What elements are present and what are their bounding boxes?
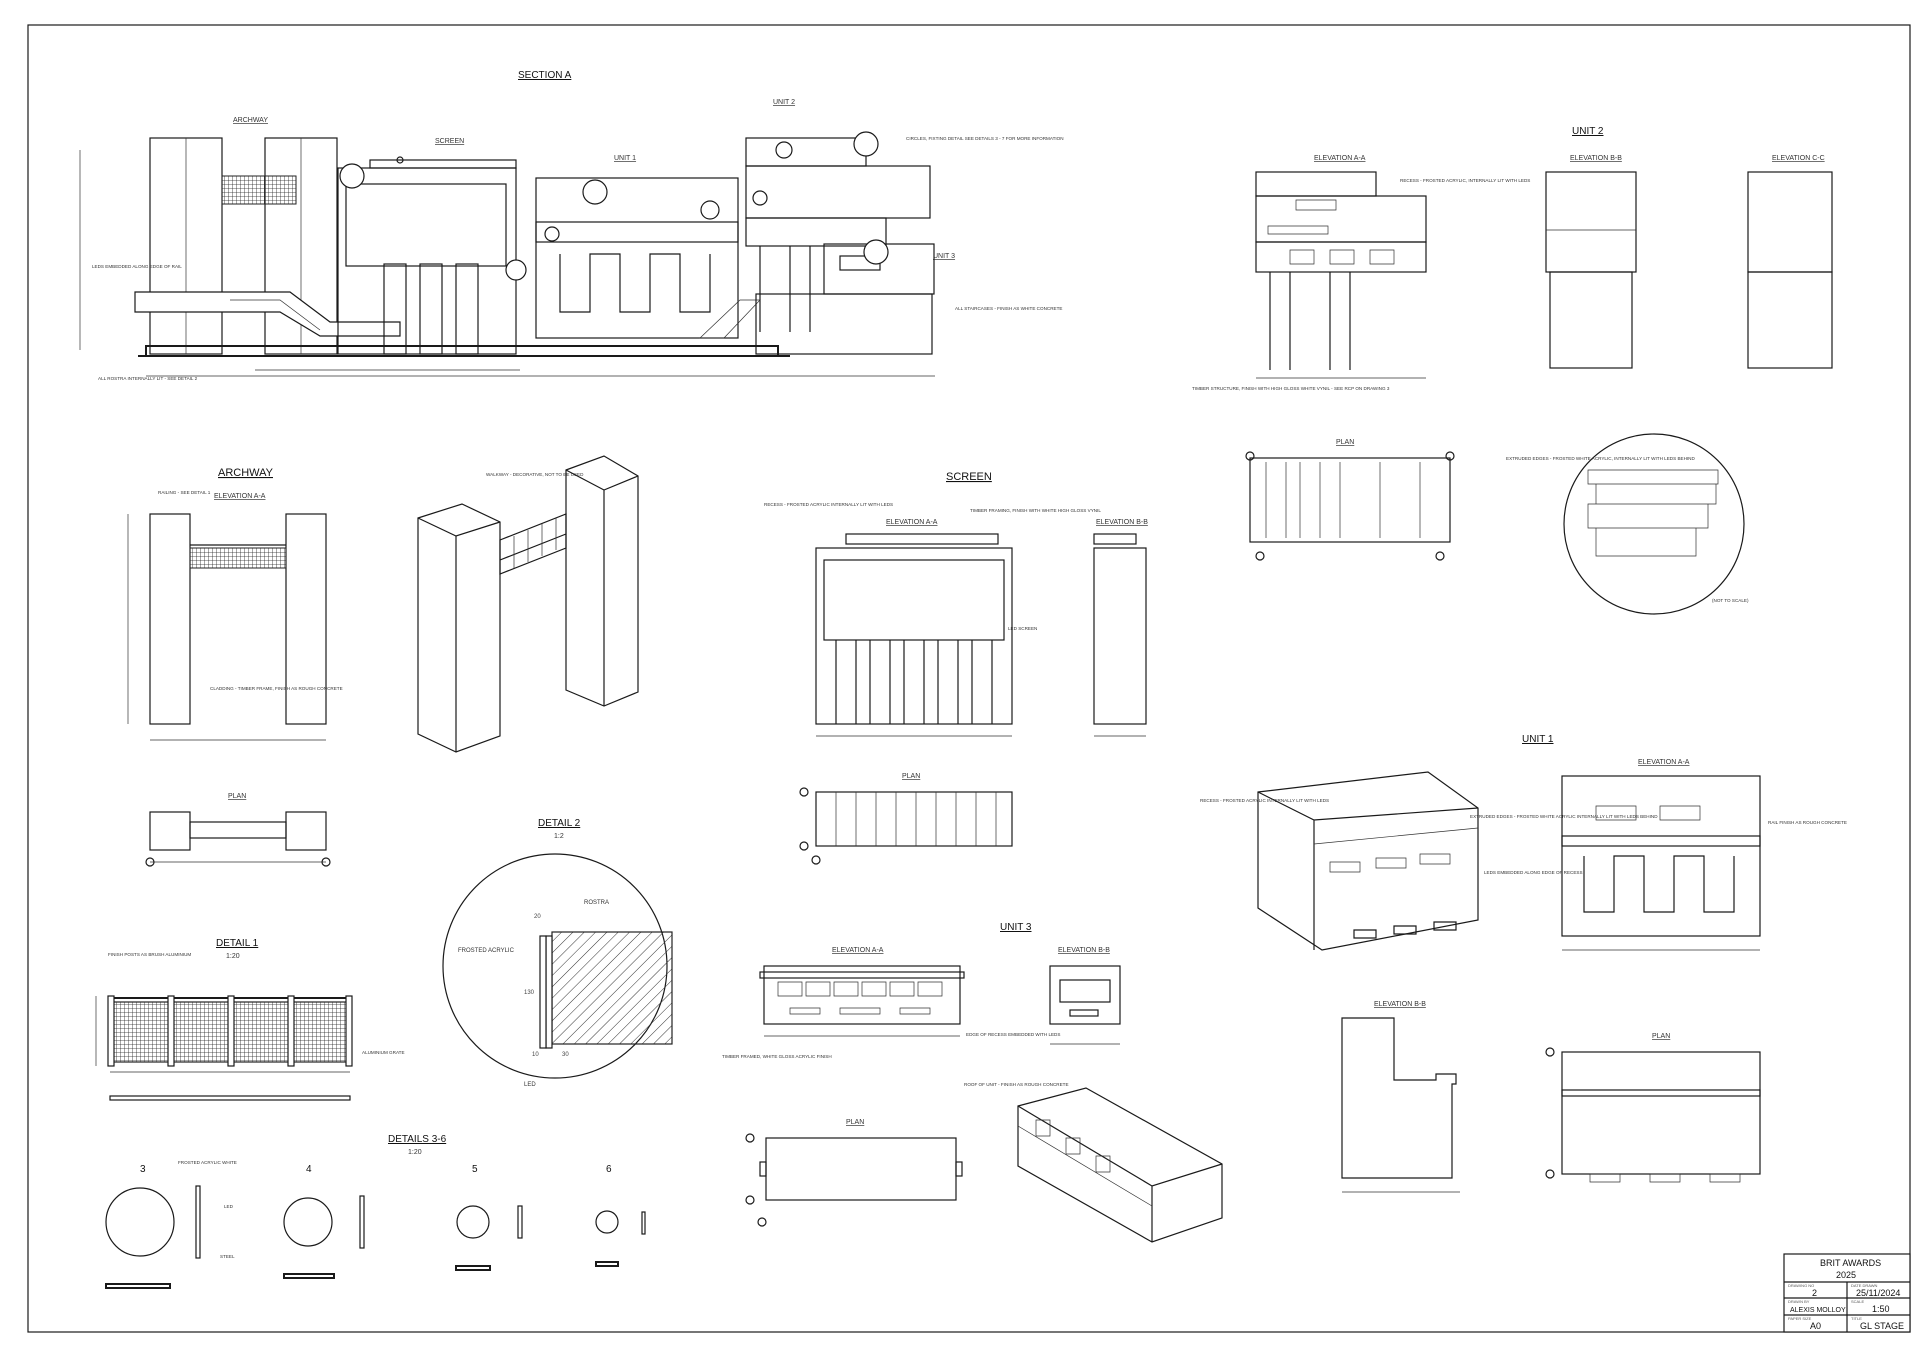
detail-5-number: 5 bbox=[472, 1164, 478, 1175]
detail-2-dim-30: 30 bbox=[562, 1052, 569, 1058]
unit-1-title: UNIT 1 bbox=[1522, 734, 1554, 745]
section-a-archway-label: ARCHWAY bbox=[233, 117, 268, 124]
note-recess-screen: RECESS - FROSTED ACRYLIC INTERNALLY LIT … bbox=[764, 502, 893, 507]
note-all-staircases: ALL STAIRCASES - FINISH AS WHITE CONCRET… bbox=[955, 306, 1062, 311]
section-a-unit3-label: UNIT 3 bbox=[933, 253, 955, 260]
note-circles-detail: CIRCLES, FIXTING DETAIL SEE DETAILS 3 - … bbox=[906, 136, 1064, 141]
unit-3-elevation-bb: ELEVATION B-B bbox=[1058, 947, 1110, 954]
unit-2-elevation-cc: ELEVATION C-C bbox=[1772, 155, 1825, 162]
detail-1: DETAIL 1 1:20 FINISH POSTS AS BRUSH ALUM… bbox=[95, 938, 405, 1101]
sheet-border bbox=[27, 24, 1911, 1333]
unit-2-title: UNIT 2 bbox=[1572, 126, 1604, 137]
drawn-by-label: DRAWN BY bbox=[1788, 1299, 1810, 1304]
drawing-title: GL STAGE bbox=[1860, 1321, 1904, 1331]
paper-label: PAPER SIZE bbox=[1788, 1316, 1812, 1321]
unit-3-elevation-aa: ELEVATION A-A bbox=[832, 947, 884, 954]
note-unit1-recess: RECESS - FROSTED ACRYLIC INTERNALLY LIT … bbox=[1200, 798, 1329, 803]
detail-2-scale: 1:2 bbox=[554, 833, 564, 840]
note-aluminium-grate: ALUMINIUM GRATE bbox=[362, 1050, 405, 1055]
drawn-by: ALEXIS MOLLOY bbox=[1790, 1307, 1846, 1314]
note-rostra-internally: ALL ROSTRA INTERNALLY LIT - SEE DETAIL 2 bbox=[98, 376, 198, 381]
section-a-title: SECTION A bbox=[518, 70, 572, 81]
unit-2-elevation-bb: ELEVATION B-B bbox=[1570, 155, 1622, 162]
section-a-screen-label: SCREEN bbox=[435, 138, 464, 145]
project-year: 2025 bbox=[1836, 1270, 1856, 1280]
note-unit2-recess: RECESS - FROSTED ACRYLIC, INTERNALLY LIT… bbox=[1400, 178, 1530, 183]
note-railing-detail: RAILING - SEE DETAIL 1 bbox=[158, 490, 211, 495]
drawing-no: 2 bbox=[1812, 1288, 1817, 1298]
title-label: TITLE bbox=[1851, 1316, 1862, 1321]
screen-elevation-aa: ELEVATION A-A bbox=[886, 519, 938, 526]
unit-1-elevation-aa: ELEVATION A-A bbox=[1638, 759, 1690, 766]
detail-3-number: 3 bbox=[140, 1164, 146, 1175]
detail-4-number: 4 bbox=[306, 1164, 312, 1175]
details-3-6-title: DETAILS 3-6 bbox=[388, 1134, 447, 1145]
note-timber-structure: TIMBER STRUCTURE, FINISH WITH HIGH GLOSS… bbox=[1192, 386, 1390, 391]
details-3-6: DETAILS 3-6 1:20 3 4 5 6 FROSTED ACRYLIC… bbox=[105, 1134, 646, 1289]
section-a: SECTION A ARCHWAY SCREEN UNIT 1 UNIT 2 U… bbox=[79, 70, 1064, 381]
detail-2-frosted-acrylic: FROSTED ACRYLIC bbox=[458, 948, 515, 954]
note-leds-recess: LEDS EMBEDDED ALONG EDGE OF RECESS bbox=[1484, 870, 1583, 875]
note-steel: STEEL bbox=[220, 1254, 235, 1259]
unit-2-elevation-aa: ELEVATION A-A bbox=[1314, 155, 1366, 162]
unit-3-title: UNIT 3 bbox=[1000, 922, 1032, 933]
detail-2-rostra: ROSTRA bbox=[584, 900, 609, 906]
note-led-screen: LED SCREEN bbox=[1008, 626, 1037, 631]
unit-2-views: UNIT 2 ELEVATION A-A RECESS - FROSTED AC… bbox=[1192, 126, 1833, 615]
drawing-no-label: DRAWING NO bbox=[1788, 1283, 1814, 1288]
detail-1-title: DETAIL 1 bbox=[216, 938, 259, 949]
note-frosted-white: FROSTED ACRYLIC WHITE bbox=[178, 1160, 237, 1165]
details-3-6-scale: 1:20 bbox=[408, 1149, 422, 1156]
scale: 1:50 bbox=[1872, 1304, 1890, 1314]
detail-2-title: DETAIL 2 bbox=[538, 818, 581, 829]
unit-3-plan-label: PLAN bbox=[846, 1119, 864, 1126]
note-extruded-edges: EXTRUDED EDGES - FROSTED WHITE ACRYLIC, … bbox=[1506, 456, 1695, 461]
section-a-unit2-label: UNIT 2 bbox=[773, 99, 795, 106]
detail-2-dim-20: 20 bbox=[534, 914, 541, 920]
note-timber-framing: TIMBER FRAMING, FINISH WITH WHITE HIGH G… bbox=[970, 508, 1101, 513]
detail-1-scale: 1:20 bbox=[226, 953, 240, 960]
archway-elevation-label: ELEVATION A-A bbox=[214, 493, 266, 500]
unit-2-not-to-scale: (NOT TO SCALE) bbox=[1712, 598, 1749, 603]
detail-6-number: 6 bbox=[606, 1164, 612, 1175]
note-roof-unit: ROOF OF UNIT - FINISH AS ROUGH CONCRETE bbox=[964, 1082, 1069, 1087]
unit-2-plan-label: PLAN bbox=[1336, 439, 1354, 446]
detail-2-dim-10: 10 bbox=[532, 1052, 539, 1058]
project-name: BRIT AWARDS bbox=[1820, 1258, 1881, 1268]
screen-title: SCREEN bbox=[946, 471, 992, 483]
note-cladding: CLADDING - TIMBER FRAME, FINISH AS ROUGH… bbox=[210, 686, 343, 691]
unit-1-views: UNIT 1 ELEVATION A-A RAIL FINISH AS ROUG… bbox=[1200, 734, 1847, 1193]
detail-2: DETAIL 2 1:2 ROSTRA FROSTED ACRYLIC LED … bbox=[442, 818, 673, 1088]
paper-size: A0 bbox=[1810, 1321, 1821, 1331]
scale-label: SCALE bbox=[1851, 1299, 1864, 1304]
note-unit1-extruded: EXTRUDED EDGES - FROSTED WHITE ACRYLIC I… bbox=[1470, 814, 1658, 819]
note-led: LED bbox=[224, 1204, 234, 1209]
unit-1-plan-label: PLAN bbox=[1652, 1033, 1670, 1040]
date-label: DATE DRAWN bbox=[1851, 1283, 1878, 1288]
detail-2-dim-130: 130 bbox=[524, 990, 535, 996]
detail-2-led: LED bbox=[524, 1082, 536, 1088]
title-block: BRIT AWARDS 2025 DRAWING NO 2 DATE DRAWN… bbox=[1783, 1253, 1911, 1333]
note-walkway: WALKWAY - DECORATIVE, NOT TO BE USED bbox=[486, 472, 584, 477]
section-a-unit1-label: UNIT 1 bbox=[614, 155, 636, 162]
note-rail-finish: RAIL FINISH AS ROUGH CONCRETE bbox=[1768, 820, 1847, 825]
note-timber-framed-unit3: TIMBER FRAMED, WHITE GLOSS ACRYLIC FINIS… bbox=[722, 1054, 832, 1059]
unit-1-elevation-bb: ELEVATION B-B bbox=[1374, 1001, 1426, 1008]
screen-elevation-bb: ELEVATION B-B bbox=[1096, 519, 1148, 526]
note-leds-rail: LEDS EMBEDDED ALONG EDGE OF RAIL bbox=[92, 264, 182, 269]
screen-plan-label: PLAN bbox=[902, 773, 920, 780]
archway-title: ARCHWAY bbox=[218, 467, 274, 479]
archway-views: ARCHWAY ELEVATION A-A RAILING - SEE DETA… bbox=[127, 455, 639, 867]
note-edge-recess: EDGE OF RECESS EMBEDDED WITH LEDS bbox=[966, 1032, 1060, 1037]
unit-3-views: UNIT 3 ELEVATION A-A ELEVATION B-B EDGE … bbox=[722, 922, 1223, 1243]
archway-plan-label: PLAN bbox=[228, 793, 246, 800]
note-finish-posts: FINISH POSTS AS BRUSH ALUMINIUM bbox=[108, 952, 191, 957]
screen-views: SCREEN ELEVATION A-A ELEVATION B-B RECES… bbox=[764, 471, 1148, 865]
date-drawn: 25/11/2024 bbox=[1856, 1288, 1900, 1298]
